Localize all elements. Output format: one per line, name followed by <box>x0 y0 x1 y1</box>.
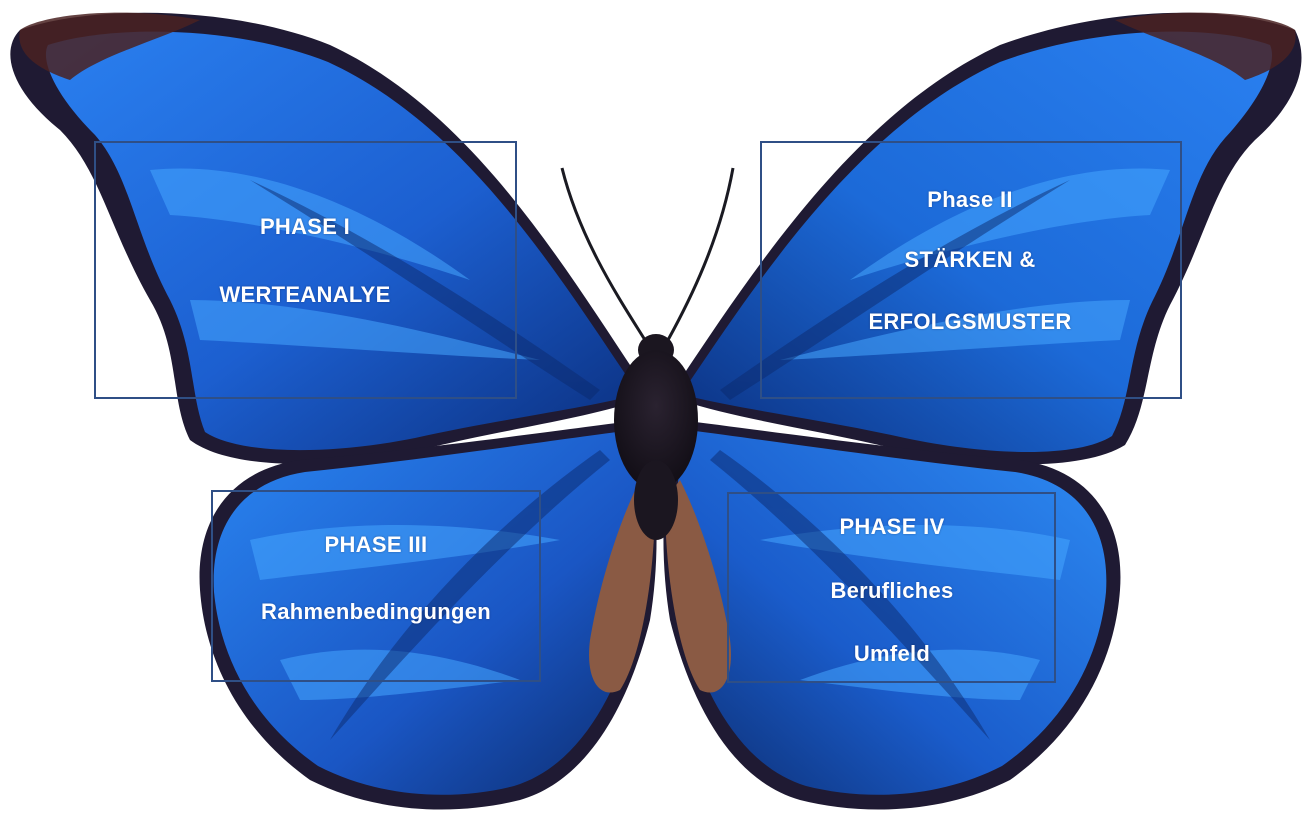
phase-3-box <box>211 490 541 682</box>
phase-1-box <box>94 141 517 399</box>
phase-2-subtitle-line2: ERFOLGSMUSTER <box>868 309 1071 335</box>
phase-3-title: PHASE III <box>325 532 428 558</box>
phase-2-title: Phase II <box>927 187 1013 213</box>
phase-1-title: PHASE I <box>260 214 350 240</box>
right-antenna <box>668 168 733 340</box>
phase-3-subtitle: Rahmenbedingungen <box>261 599 491 625</box>
phase-4-subtitle-line1: Berufliches <box>830 578 953 604</box>
phase-2-subtitle-line1: STÄRKEN & <box>904 247 1035 273</box>
phase-4-title: PHASE IV <box>839 514 944 540</box>
phase-4-subtitle-line2: Umfeld <box>854 641 930 667</box>
butterfly-abdomen <box>634 460 678 540</box>
phase-1-subtitle: WERTEANALYE <box>219 282 390 308</box>
